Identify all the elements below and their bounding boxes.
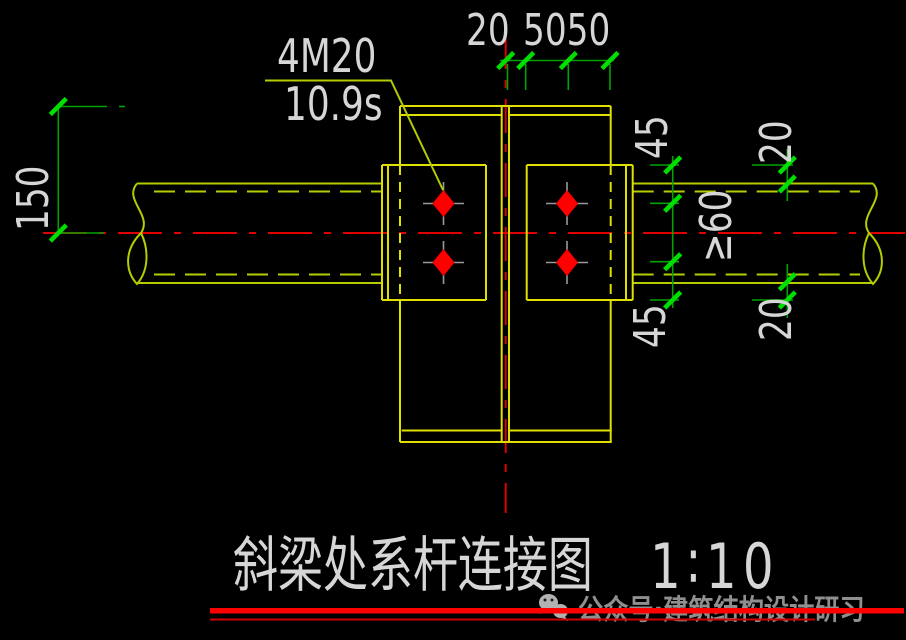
bolt-group: [423, 182, 588, 284]
dim-top-spacing: 5050: [523, 5, 610, 56]
dim-left-height: 150: [8, 166, 59, 231]
pipe-break-symbol: [127, 182, 148, 286]
left-gusset-plate: [399, 105, 612, 443]
bolt-spec-line2: 10.9s: [284, 78, 383, 132]
bolt-spec-leader: [265, 79, 444, 191]
bolt-diamond: [432, 190, 455, 217]
dim-top-gap: 20: [466, 5, 510, 56]
dim-tube-clear-bottom: 20: [751, 297, 802, 341]
dimension-top: [496, 50, 620, 90]
dim-bolt-spacing: ≥60: [691, 190, 742, 262]
bolt-diamond: [556, 190, 578, 217]
dim-edge-top: 45: [627, 115, 678, 159]
right-splice-plate: [525, 164, 634, 301]
bolt-spec-line1: 4M20: [277, 30, 376, 84]
right-gusset-plate: [508, 106, 612, 442]
dimension-tube-clearance: [752, 149, 797, 318]
dim-edge-bottom: 45: [625, 304, 676, 348]
bolt-diamond: [556, 249, 578, 276]
dim-tube-clear-top: 20: [751, 120, 802, 164]
bolt-diamond: [432, 249, 455, 276]
pipe-break-symbol: [862, 182, 883, 286]
left-tie-rod-tube: [127, 182, 382, 286]
drawing-scale: 1∶10: [650, 531, 780, 603]
dimension-150: [48, 96, 125, 243]
dimension-bolt-gauge: [650, 155, 683, 310]
drawing-title: 斜梁处系杆连接图: [233, 531, 593, 601]
left-splice-plate: [381, 164, 487, 301]
